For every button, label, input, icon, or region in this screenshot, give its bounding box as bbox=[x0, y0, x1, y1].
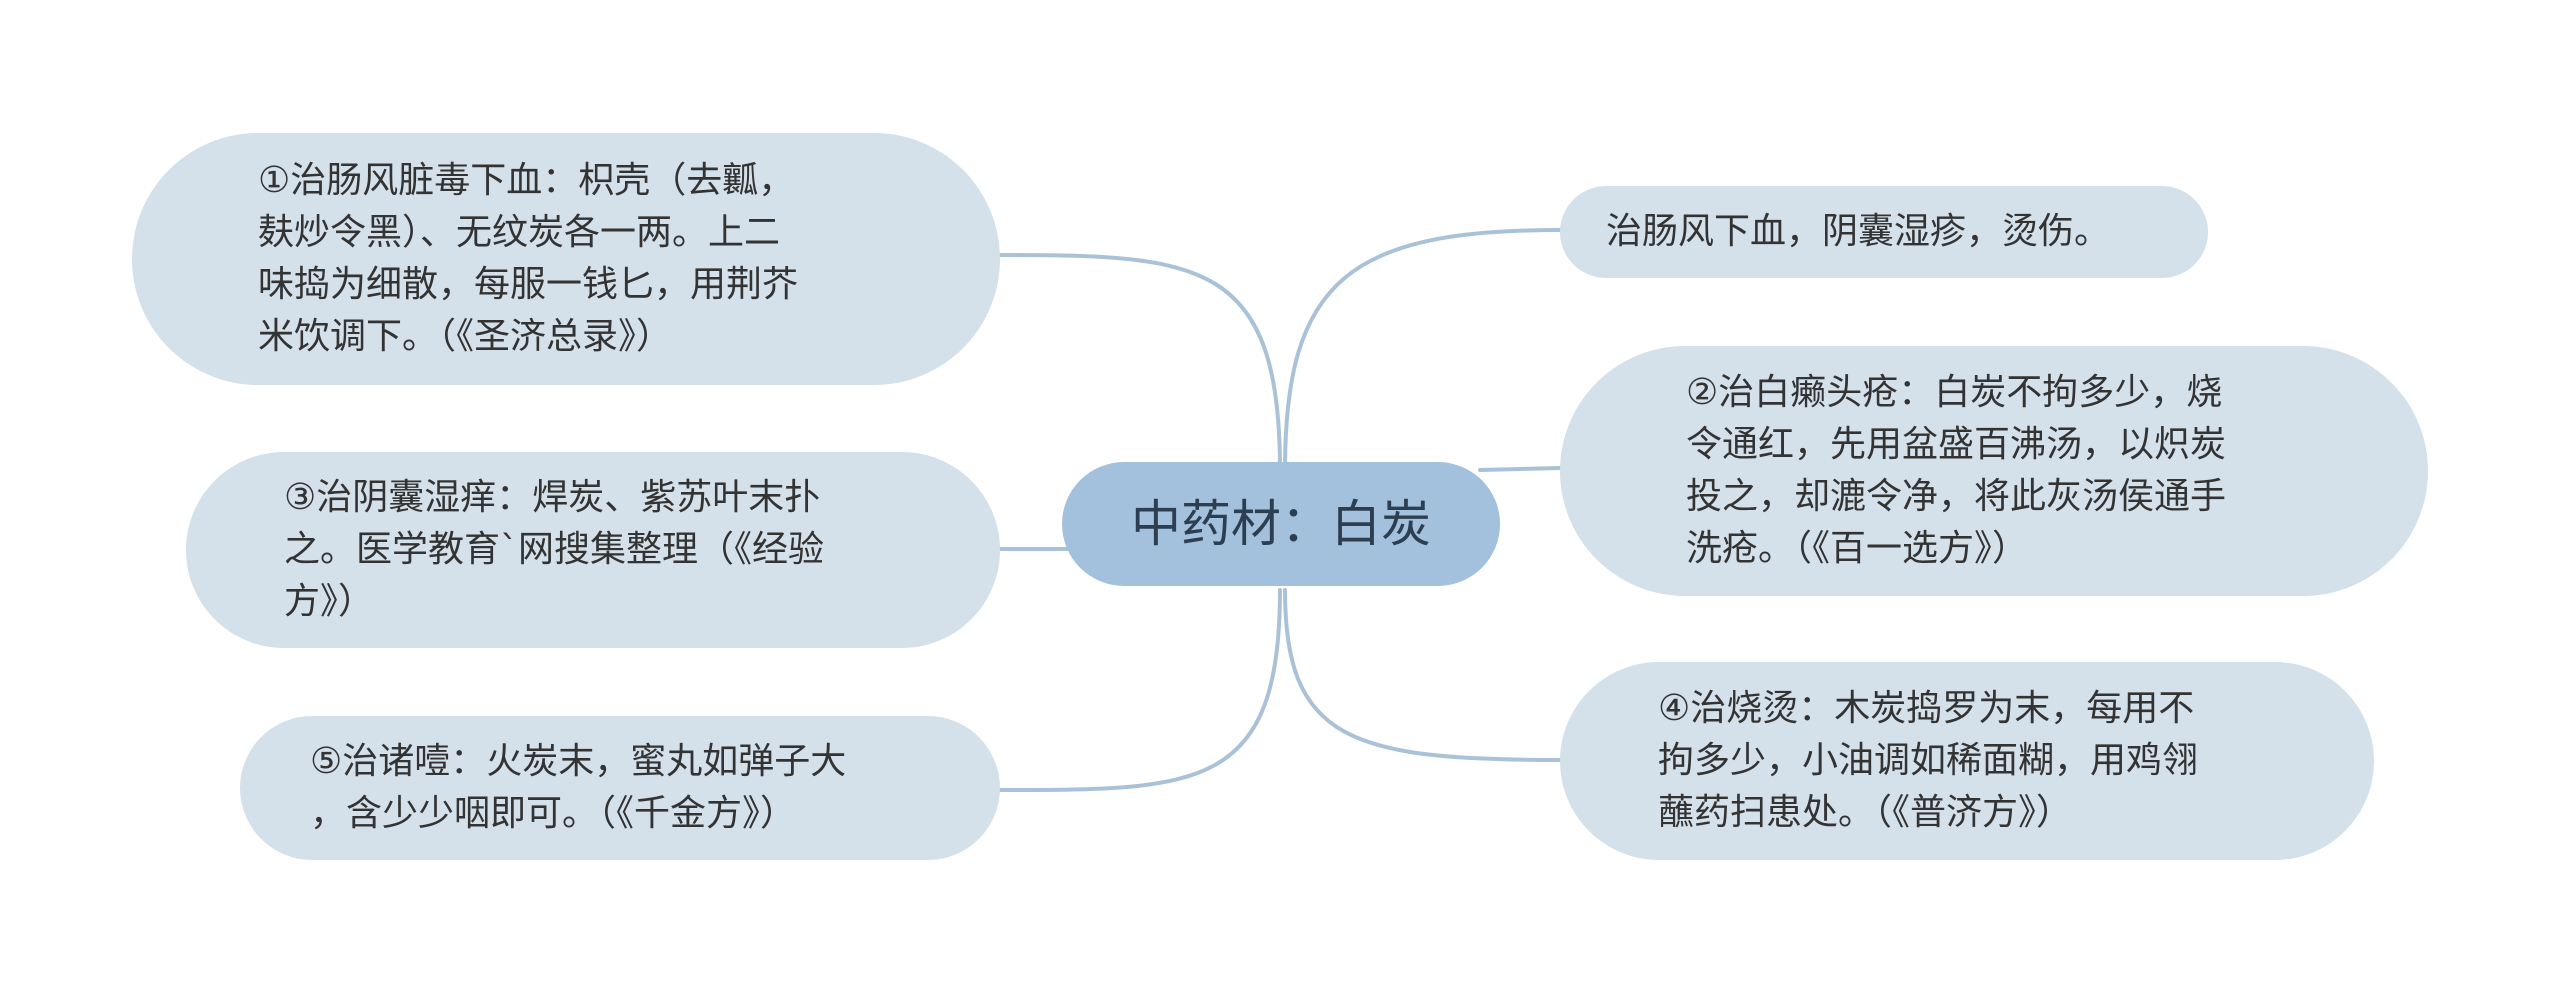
topic-node-3-text: ③治阴囊湿痒：焊炭、紫苏叶末扑 之。医学教育`网搜集整理（《经验 方》） bbox=[284, 477, 825, 622]
central-topic[interactable]: 中药材：白炭 bbox=[1062, 462, 1500, 586]
topic-node-2[interactable]: ②治白癞头疮：白炭不拘多少，烧 令通红，先用盆盛百沸汤，以炽炭 投之，却漉令净，… bbox=[1560, 346, 2428, 596]
topic-node-1-text: ①治肠风脏毒下血：枳壳（去瓤， 麸炒令黑）、无纹炭各一两。上二 味捣为细散，每服… bbox=[258, 160, 799, 357]
topic-node-5-text: ⑤治诸噎：火炭末，蜜丸如弹子大 ，含少少咽即可。（《千金方》） bbox=[310, 741, 847, 834]
topic-node-4-text: ④治烧烫：木炭捣罗为末，每用不 拘多少，小油调如稀面糊，用鸡翎 蘸药扫患处。（《… bbox=[1658, 688, 2199, 833]
connector-to-node-5 bbox=[998, 588, 1282, 792]
topic-node-5[interactable]: ⑤治诸噎：火炭末，蜜丸如弹子大 ，含少少咽即可。（《千金方》） bbox=[240, 716, 1000, 860]
topic-node-summary-text: 治肠风下血，阴囊湿疹，烫伤。 bbox=[1606, 211, 2111, 252]
topic-node-summary[interactable]: 治肠风下血，阴囊湿疹，烫伤。 bbox=[1560, 186, 2208, 278]
connector-to-node-2 bbox=[1478, 466, 1562, 472]
connector-to-node-1 bbox=[998, 253, 1282, 472]
topic-node-3[interactable]: ③治阴囊湿痒：焊炭、紫苏叶末扑 之。医学教育`网搜集整理（《经验 方》） bbox=[186, 452, 1000, 648]
connector-to-node-4 bbox=[1283, 588, 1562, 762]
central-topic-label: 中药材：白炭 bbox=[1131, 495, 1431, 553]
topic-node-1[interactable]: ①治肠风脏毒下血：枳壳（去瓤， 麸炒令黑）、无纹炭各一两。上二 味捣为细散，每服… bbox=[132, 133, 1000, 385]
topic-node-2-text: ②治白癞头疮：白炭不拘多少，烧 令通红，先用盆盛百沸汤，以炽炭 投之，却漉令净，… bbox=[1686, 372, 2227, 569]
connector-to-node-summary bbox=[1283, 228, 1562, 472]
topic-node-4[interactable]: ④治烧烫：木炭捣罗为末，每用不 拘多少，小油调如稀面糊，用鸡翎 蘸药扫患处。（《… bbox=[1560, 662, 2374, 860]
